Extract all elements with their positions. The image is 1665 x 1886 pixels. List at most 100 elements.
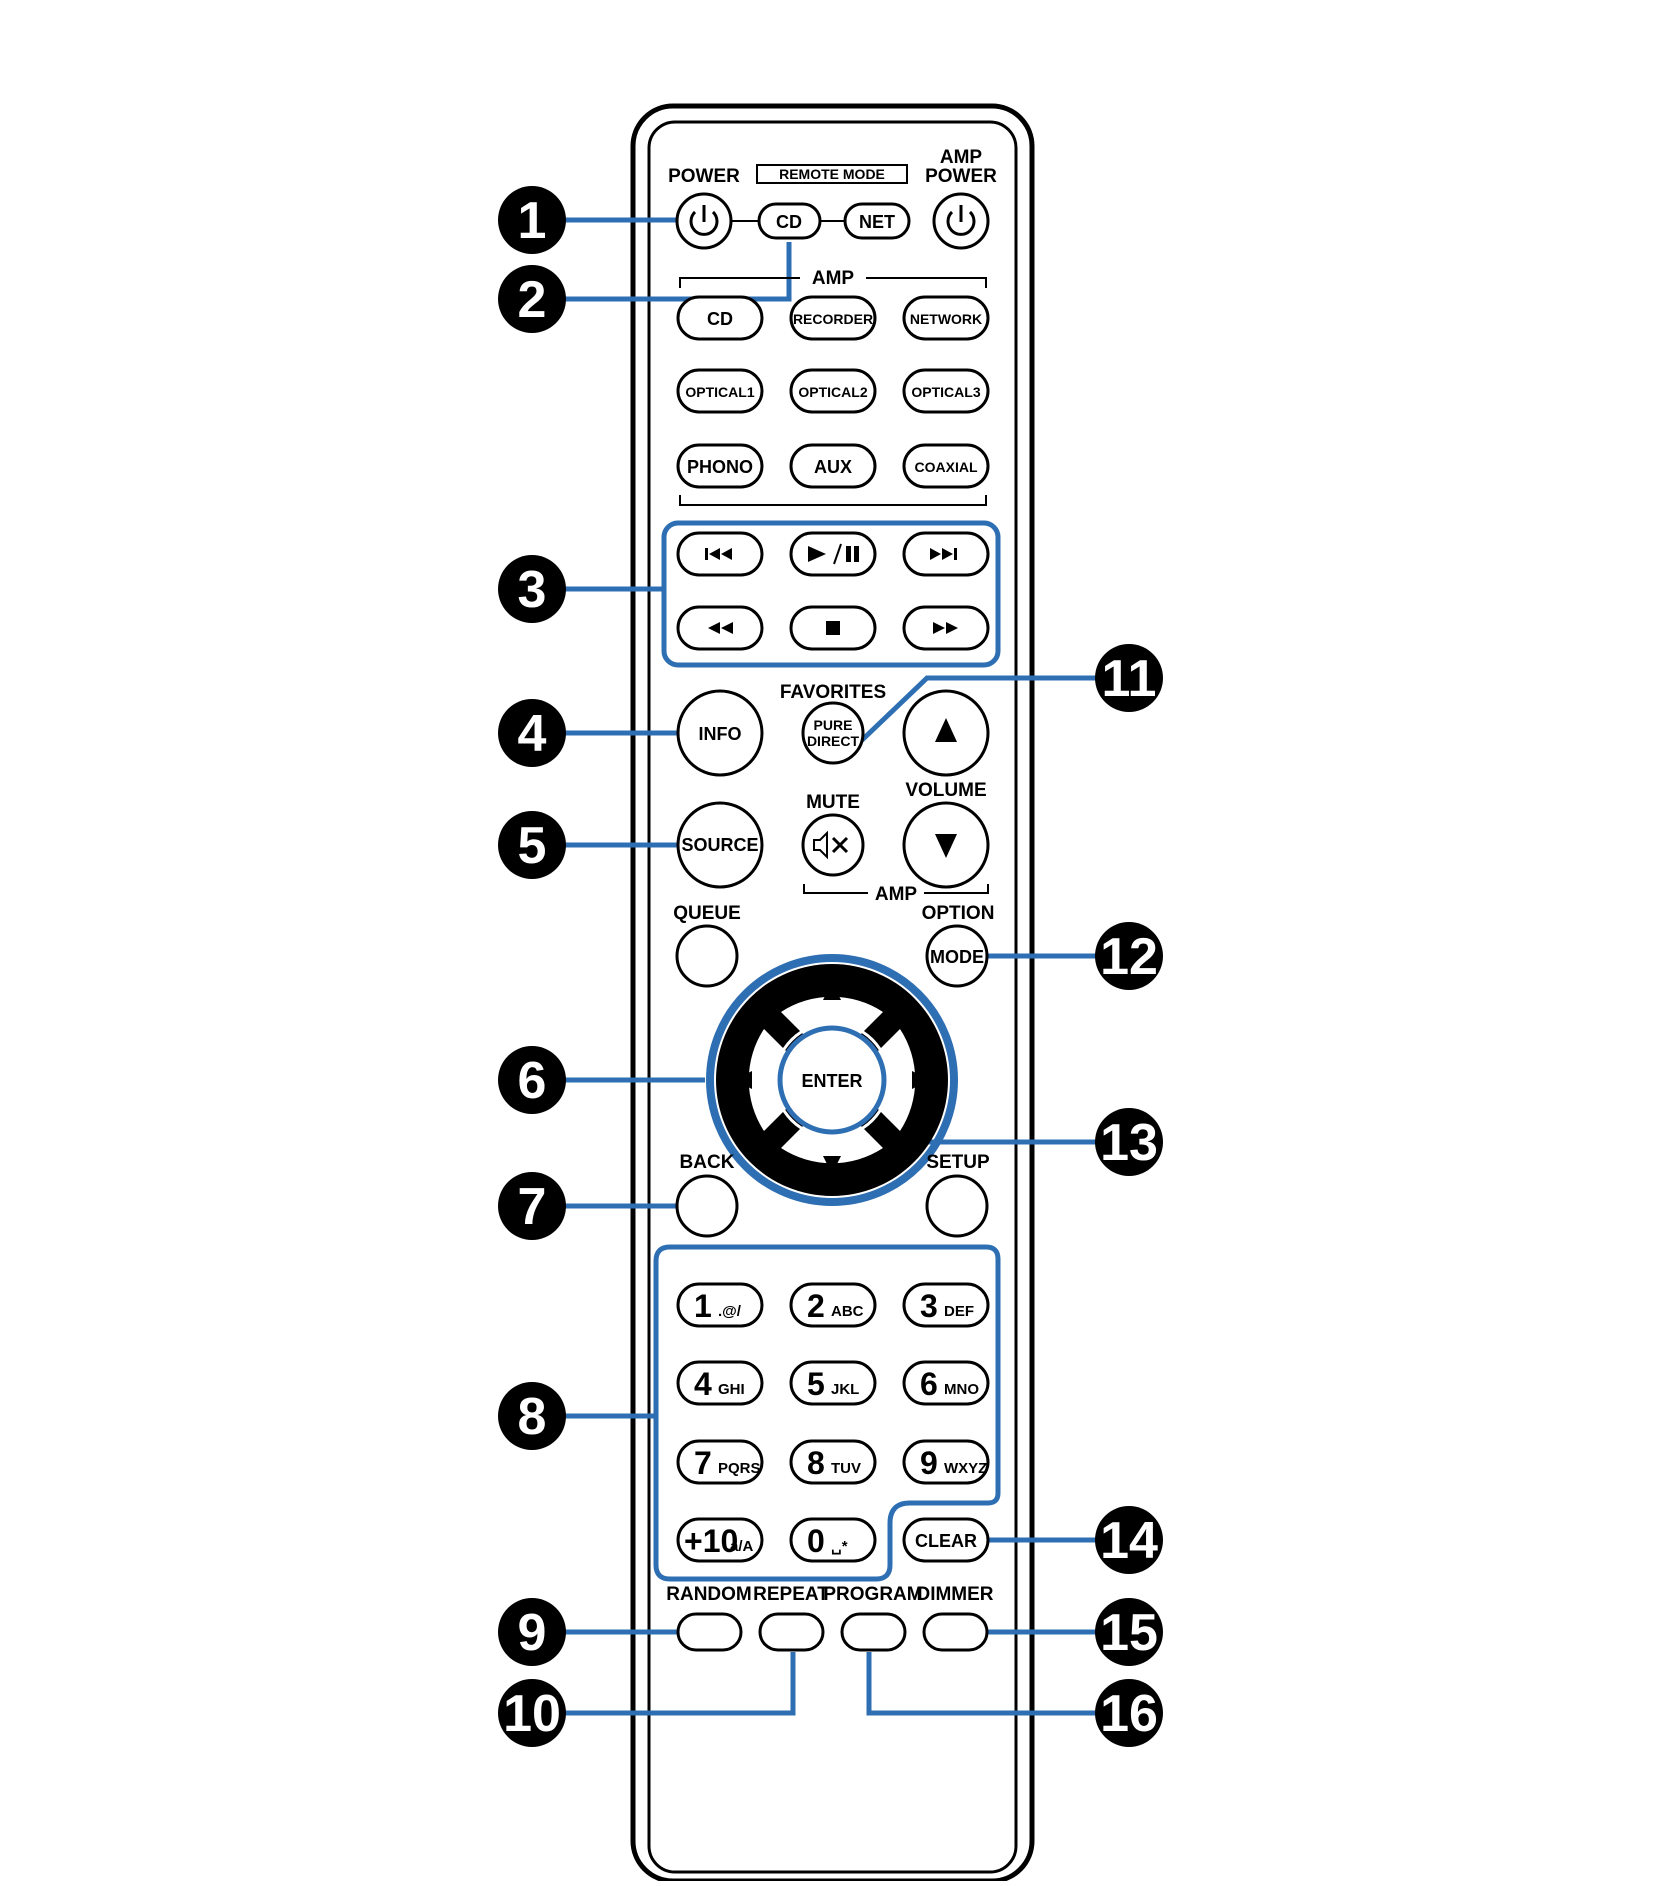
volume-down-button[interactable] xyxy=(902,801,990,889)
power-button[interactable] xyxy=(675,192,733,250)
callout-number: 13 xyxy=(1100,1114,1158,1172)
dimmer-button[interactable] xyxy=(922,1612,989,1652)
keypad-button-1[interactable]: 1 .@/ xyxy=(676,1282,764,1328)
program-button[interactable] xyxy=(840,1612,907,1652)
amp-source-bracket xyxy=(679,277,987,506)
volume-up-button[interactable] xyxy=(902,689,990,777)
remote-mode-net-label: NET xyxy=(859,212,895,232)
mode-button[interactable]: MODE xyxy=(925,924,989,988)
keypad-number: +10 xyxy=(684,1523,738,1559)
setup-label: SETUP xyxy=(926,1152,990,1173)
keypad-button-8[interactable]: 8 TUV xyxy=(789,1439,877,1485)
keypad-letters: ABC xyxy=(831,1303,864,1320)
info-button[interactable]: INFO xyxy=(676,689,764,777)
callout-badge-1: 1 xyxy=(498,186,566,254)
repeat-button[interactable] xyxy=(758,1612,825,1652)
rewind-button[interactable] xyxy=(676,605,764,651)
callout-badge-12: 12 xyxy=(1095,922,1163,990)
fast-forward-button[interactable] xyxy=(902,605,990,651)
navigation-pad xyxy=(706,954,958,1206)
source-button[interactable]: SOURCE xyxy=(676,801,764,889)
optical1-button[interactable]: OPTICAL1 xyxy=(676,368,764,414)
keypad-number: 1 xyxy=(694,1288,712,1324)
aux-button[interactable]: AUX xyxy=(789,443,877,489)
nav-down-button[interactable] xyxy=(781,1124,883,1164)
keypad-letters: PQRS xyxy=(718,1460,761,1477)
remote-mode-net-button[interactable]: NET xyxy=(843,202,911,240)
keypad-letters: .@/ xyxy=(718,1303,742,1320)
optical3-label: OPTICAL3 xyxy=(911,384,980,400)
network-label: NETWORK xyxy=(910,311,982,327)
skip-back-icon xyxy=(705,548,732,560)
callout-number: 15 xyxy=(1100,1604,1158,1662)
skip-forward-icon xyxy=(930,548,957,560)
recorder-button[interactable]: RECORDER xyxy=(789,295,877,341)
mode-label: MODE xyxy=(930,947,984,967)
mute-icon xyxy=(813,830,849,860)
mute-button[interactable] xyxy=(801,813,865,877)
volume-label: VOLUME xyxy=(905,780,986,801)
info-label: INFO xyxy=(699,724,742,744)
amp-power-button[interactable] xyxy=(932,192,990,250)
remote-mode-label: REMOTE MODE xyxy=(779,166,885,182)
coaxial-button[interactable]: COAXIAL xyxy=(902,443,990,489)
nav-right-button[interactable] xyxy=(876,1029,916,1131)
enter-label: ENTER xyxy=(801,1071,862,1091)
callout-number: 9 xyxy=(518,1604,547,1662)
callout-number: 14 xyxy=(1100,1512,1158,1570)
dimmer-label: DIMMER xyxy=(916,1584,993,1605)
recorder-label: RECORDER xyxy=(793,311,873,327)
optical2-button[interactable]: OPTICAL2 xyxy=(789,368,877,414)
setup-button[interactable] xyxy=(925,1174,989,1238)
optical1-label: OPTICAL1 xyxy=(685,384,754,400)
remote-mode-cd-button[interactable]: CD xyxy=(757,202,822,240)
play-pause-icon xyxy=(808,543,859,565)
queue-button[interactable] xyxy=(675,924,739,988)
arrow-down-icon xyxy=(823,1156,841,1174)
play-pause-button[interactable] xyxy=(789,531,877,577)
amp-group-label-2: AMP xyxy=(875,884,918,905)
nav-left-button[interactable] xyxy=(748,1029,788,1131)
skip-forward-button[interactable] xyxy=(902,531,990,577)
enter-button[interactable] xyxy=(777,1025,887,1135)
source-label: SOURCE xyxy=(681,835,758,855)
clear-button[interactable]: CLEAR xyxy=(902,1517,990,1563)
phono-button[interactable]: PHONO xyxy=(676,443,764,489)
keypad-number: 8 xyxy=(807,1445,825,1481)
stop-icon xyxy=(826,621,840,635)
cd-button[interactable]: CD xyxy=(676,295,764,341)
back-label: BACK xyxy=(680,1152,735,1173)
pure-direct-button[interactable]: PURE DIRECT xyxy=(801,701,865,765)
optical3-button[interactable]: OPTICAL3 xyxy=(902,368,990,414)
callout-badge-7: 7 xyxy=(498,1172,566,1240)
skip-back-button[interactable] xyxy=(676,531,764,577)
callout-number: 4 xyxy=(518,705,547,763)
keypad-button-10[interactable]: +10a/A xyxy=(676,1517,764,1563)
stop-button[interactable] xyxy=(789,605,877,651)
callout-number: 2 xyxy=(518,271,547,329)
remote-body-inner xyxy=(647,120,1018,1874)
power-icon xyxy=(946,205,976,236)
network-button[interactable]: NETWORK xyxy=(902,295,990,341)
callout-badge-9: 9 xyxy=(498,1598,566,1666)
amp-group-label: AMP xyxy=(812,268,855,289)
back-button[interactable] xyxy=(675,1174,739,1238)
triangle-down-icon xyxy=(935,834,957,858)
optical2-label: OPTICAL2 xyxy=(798,384,867,400)
keypad-letters: WXYZ xyxy=(944,1460,987,1477)
random-button[interactable] xyxy=(676,1612,743,1652)
keypad-letters: TUV xyxy=(831,1460,861,1477)
callout-number: 8 xyxy=(518,1388,547,1446)
keypad-button-11[interactable]: 0␣* xyxy=(789,1517,877,1563)
arrow-up-icon xyxy=(823,982,841,1000)
nav-up-button[interactable] xyxy=(781,996,883,1036)
